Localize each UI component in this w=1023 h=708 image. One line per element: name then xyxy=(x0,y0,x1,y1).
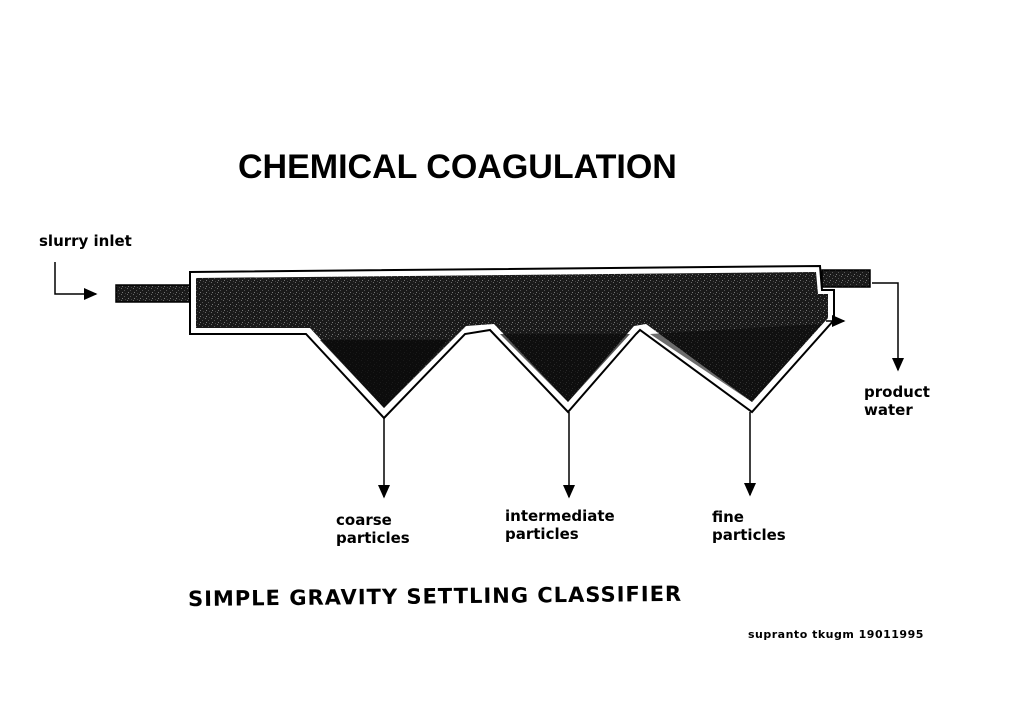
outlet-pipe xyxy=(821,269,871,288)
intermediate-particles-label-line1: intermediate xyxy=(505,507,615,525)
coarse-particles-label-line1: coarse xyxy=(336,511,392,529)
hopper-intermediate xyxy=(500,334,630,402)
fine-particles-label-line2: particles xyxy=(712,526,786,544)
fine-particles-label-line1: fine xyxy=(712,508,744,526)
intermediate-particles-label-line2: particles xyxy=(505,525,579,543)
author-credit: supranto tkugm 19011995 xyxy=(748,628,924,641)
product-water-label-line1: product xyxy=(864,383,930,401)
slurry-inlet-label: slurry inlet xyxy=(39,232,132,250)
product-water-arrow xyxy=(872,282,904,372)
coarse-particles-label-line2: particles xyxy=(336,529,410,547)
page-title: CHEMICAL COAGULATION xyxy=(238,148,677,186)
inlet-pipe xyxy=(115,284,195,303)
hopper-fine xyxy=(650,324,822,402)
product-water-label-line2: water xyxy=(864,401,913,419)
hopper-coarse xyxy=(320,340,448,408)
inlet-arrow xyxy=(54,262,98,300)
